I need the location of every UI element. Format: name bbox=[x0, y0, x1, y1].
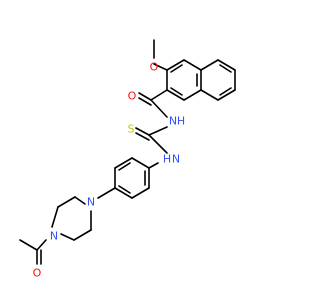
naphthalene-ring-a bbox=[166, 59, 202, 101]
piperazine-nitrogen-bottom-label: N bbox=[50, 230, 58, 243]
thiourea-core bbox=[135, 126, 168, 154]
aniline-nitrogen-label: N bbox=[172, 153, 180, 166]
amide-linkage bbox=[138, 89, 168, 118]
piperazine-ring bbox=[51, 187, 116, 241]
acetyl-group bbox=[19, 239, 47, 265]
amide-hydrogen-label: H bbox=[177, 115, 185, 128]
amide-nitrogen-label: N bbox=[169, 115, 177, 128]
methoxy-oxygen-label: O bbox=[150, 61, 159, 74]
carbonyl-oxygen-label: O bbox=[128, 90, 137, 103]
acetyl-oxygen-label: O bbox=[33, 267, 42, 280]
thione-sulfur-label: S bbox=[128, 123, 135, 136]
phenylene-ring bbox=[114, 157, 159, 199]
piperazine-nitrogen-top-label: N bbox=[87, 196, 95, 209]
aniline-hydrogen-label: H bbox=[163, 153, 171, 166]
methoxy-group bbox=[153, 39, 168, 71]
chemical-structure-diagram: O O N H S N H N N O bbox=[19, 39, 236, 280]
naphthalene-ring-b bbox=[200, 59, 236, 101]
